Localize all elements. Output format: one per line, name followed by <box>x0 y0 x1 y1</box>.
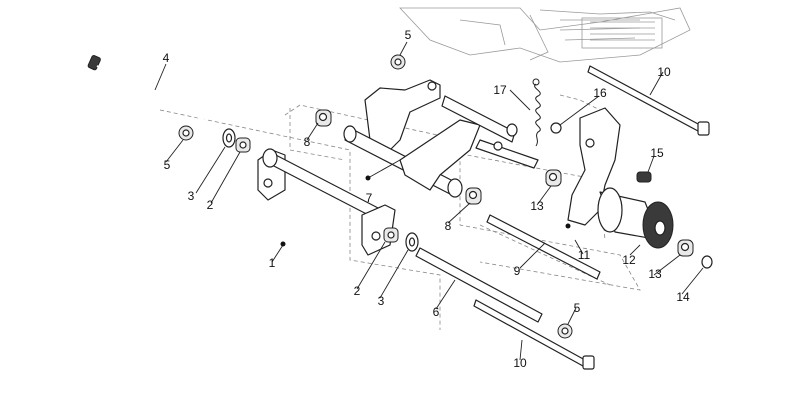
part-4-long-bolt <box>87 55 221 129</box>
callout-11: 11 <box>578 248 591 262</box>
callout-12: 12 <box>622 253 636 267</box>
part-10-bolt-bottom <box>473 299 595 370</box>
callout-3-left: 3 <box>188 189 195 203</box>
part-3-washer-left <box>222 128 236 148</box>
roller-bracket <box>567 107 621 226</box>
part-10-bolt-top <box>587 65 710 136</box>
callout-5-top: 5 <box>405 28 412 42</box>
callout-1: 1 <box>269 256 276 270</box>
callout-16: 16 <box>593 86 607 100</box>
callout-10-top: 10 <box>657 65 671 79</box>
part-14-circlip <box>701 255 713 269</box>
callout-17: 17 <box>493 83 507 97</box>
part-6-pin <box>415 247 543 323</box>
part-9-pin <box>486 214 601 280</box>
part-5-nut-top <box>390 54 406 70</box>
part-15-screw <box>636 171 652 183</box>
callout-9: 9 <box>514 264 521 278</box>
leader-lines <box>154 41 704 361</box>
part-13-bushing-top <box>545 169 562 187</box>
part-5-nut-bottom <box>557 323 573 339</box>
callout-7: 7 <box>366 191 373 205</box>
callout-2-left: 2 <box>207 198 214 212</box>
part-8-bushing-bottom <box>465 187 482 205</box>
callout-8-bottom: 8 <box>445 219 452 233</box>
assembly-dots <box>280 175 571 247</box>
part-7-center-bracket <box>343 79 539 198</box>
callout-14: 14 <box>676 290 690 304</box>
callout-15: 15 <box>650 146 664 160</box>
callout-3-right: 3 <box>378 294 385 308</box>
part-5-nut-left <box>178 125 194 141</box>
engine-background-sketch <box>399 7 691 63</box>
callout-8-top: 8 <box>304 135 311 149</box>
callout-2-right: 2 <box>354 284 361 298</box>
callout-5-bottom: 5 <box>574 301 581 315</box>
part-2-bushing-left <box>235 137 251 153</box>
callout-13-right: 13 <box>648 267 662 281</box>
part-12-roller <box>597 187 674 249</box>
part-16-washer <box>550 122 562 134</box>
callout-13-left: 13 <box>530 199 544 213</box>
part-8-bushing-top <box>315 109 332 127</box>
part-13-bushing-bottom <box>677 239 694 257</box>
callout-6: 6 <box>433 305 440 319</box>
part-1-swing-arm-link <box>257 148 396 256</box>
callout-10-bottom: 10 <box>513 356 527 370</box>
part-2-bushing-right <box>383 227 399 243</box>
part-3-washer-right <box>405 232 419 252</box>
callout-5-left: 5 <box>164 158 171 172</box>
callout-4: 4 <box>163 51 170 65</box>
part-17-spring <box>532 78 541 147</box>
callout-labels: 1 2 2 3 3 4 5 5 5 6 7 8 8 9 10 10 11 12 … <box>163 28 690 370</box>
